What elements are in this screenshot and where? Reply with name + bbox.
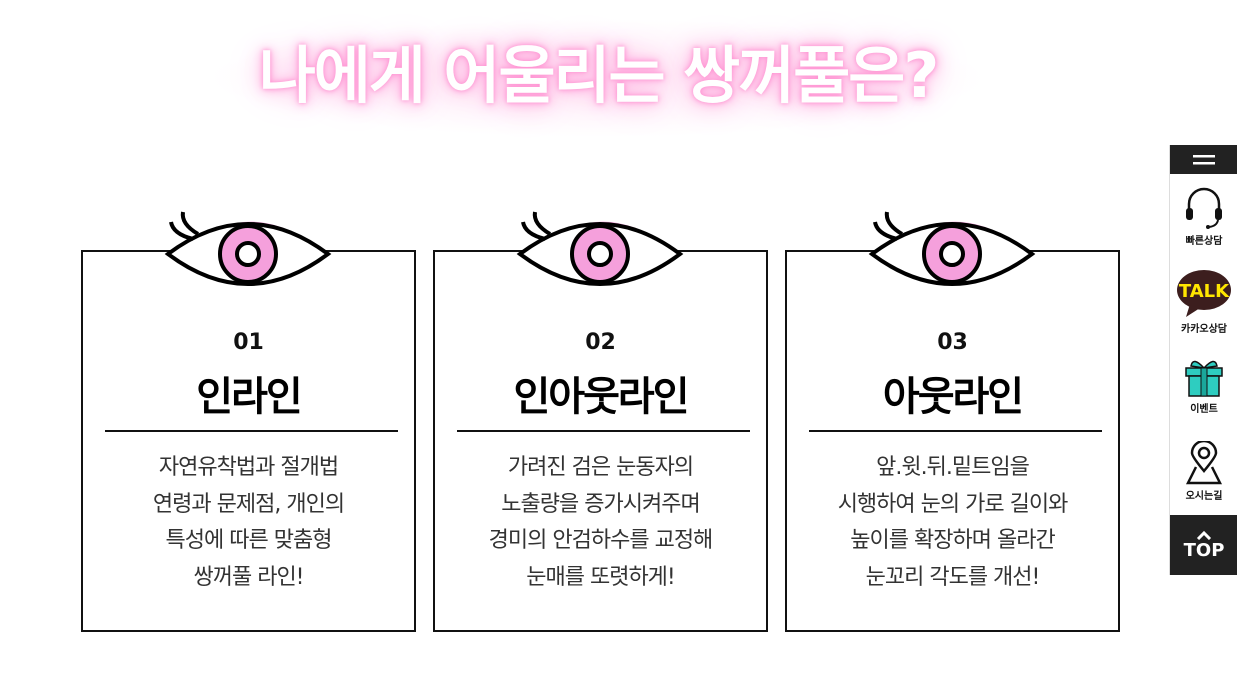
quick-consult-button[interactable]: 빠른상담 — [1170, 174, 1237, 259]
card-number: 01 — [233, 330, 264, 355]
divider — [105, 430, 398, 432]
divider — [457, 430, 750, 432]
chevron-up-icon — [1196, 530, 1212, 540]
hamburger-icon — [1193, 154, 1215, 164]
card-desc-line: 경미의 안검하수를 교정해 — [488, 528, 714, 553]
eye-icon — [516, 211, 684, 286]
card-desc-line: 눈꼬리 각도를 개선! — [865, 564, 1041, 590]
directions-button[interactable]: 오시는길 — [1170, 429, 1237, 514]
quick-sidebar: 빠른상담 TALK 카카오상담 이벤트 오시는길 TOP — [1169, 145, 1237, 575]
menu-button[interactable] — [1170, 145, 1237, 174]
sidebar-item-label: 이벤트 — [1190, 404, 1218, 415]
card-number: 03 — [937, 330, 968, 355]
card-desc-line: 특성에 따른 맞춤형 — [165, 528, 333, 553]
card-number: 02 — [585, 330, 616, 355]
sidebar-item-label: 카카오상담 — [1181, 324, 1227, 335]
card-title: 인라인 — [196, 374, 302, 420]
scroll-top-button[interactable]: TOP — [1170, 515, 1237, 575]
kakao-consult-button[interactable]: TALK 카카오상담 — [1170, 259, 1237, 344]
card-title: 인아웃라인 — [513, 374, 690, 420]
svg-text:TALK: TALK — [1179, 281, 1230, 302]
page-title: 나에게 어울리는 쌍꺼풀은? — [258, 39, 940, 112]
gift-icon — [1185, 360, 1223, 397]
top-label: TOP — [1183, 539, 1225, 561]
card-desc-line: 쌍꺼풀 라인! — [193, 564, 304, 590]
card-desc-line: 시행하여 눈의 가로 길이와 — [837, 491, 1069, 517]
card-title: 아웃라인 — [882, 374, 1024, 420]
event-button[interactable]: 이벤트 — [1170, 344, 1237, 429]
card-desc-line: 자연유착법과 절개법 — [158, 455, 339, 480]
card-desc-line: 앞.윗.뒤.밑트임을 — [876, 455, 1030, 480]
card-desc-line: 노출량을 증가시켜주며 — [501, 491, 700, 517]
eye-icon — [868, 211, 1036, 286]
card-desc-line: 가려진 검은 눈동자의 — [507, 455, 694, 480]
sidebar-item-label: 오시는길 — [1185, 491, 1223, 502]
card-desc-line: 높이를 확장하며 올라간 — [850, 528, 1055, 553]
title-glow — [205, 18, 990, 138]
eye-icon — [164, 211, 332, 286]
divider — [809, 430, 1102, 432]
card-desc-line: 연령과 문제점, 개인의 — [152, 491, 345, 517]
headset-icon — [1186, 187, 1222, 229]
kakao-talk-icon: TALK — [1177, 270, 1231, 317]
location-pin-icon — [1185, 441, 1223, 485]
sidebar-item-label: 빠른상담 — [1185, 236, 1223, 247]
card-desc-line: 눈매를 또렷하게! — [526, 564, 676, 590]
